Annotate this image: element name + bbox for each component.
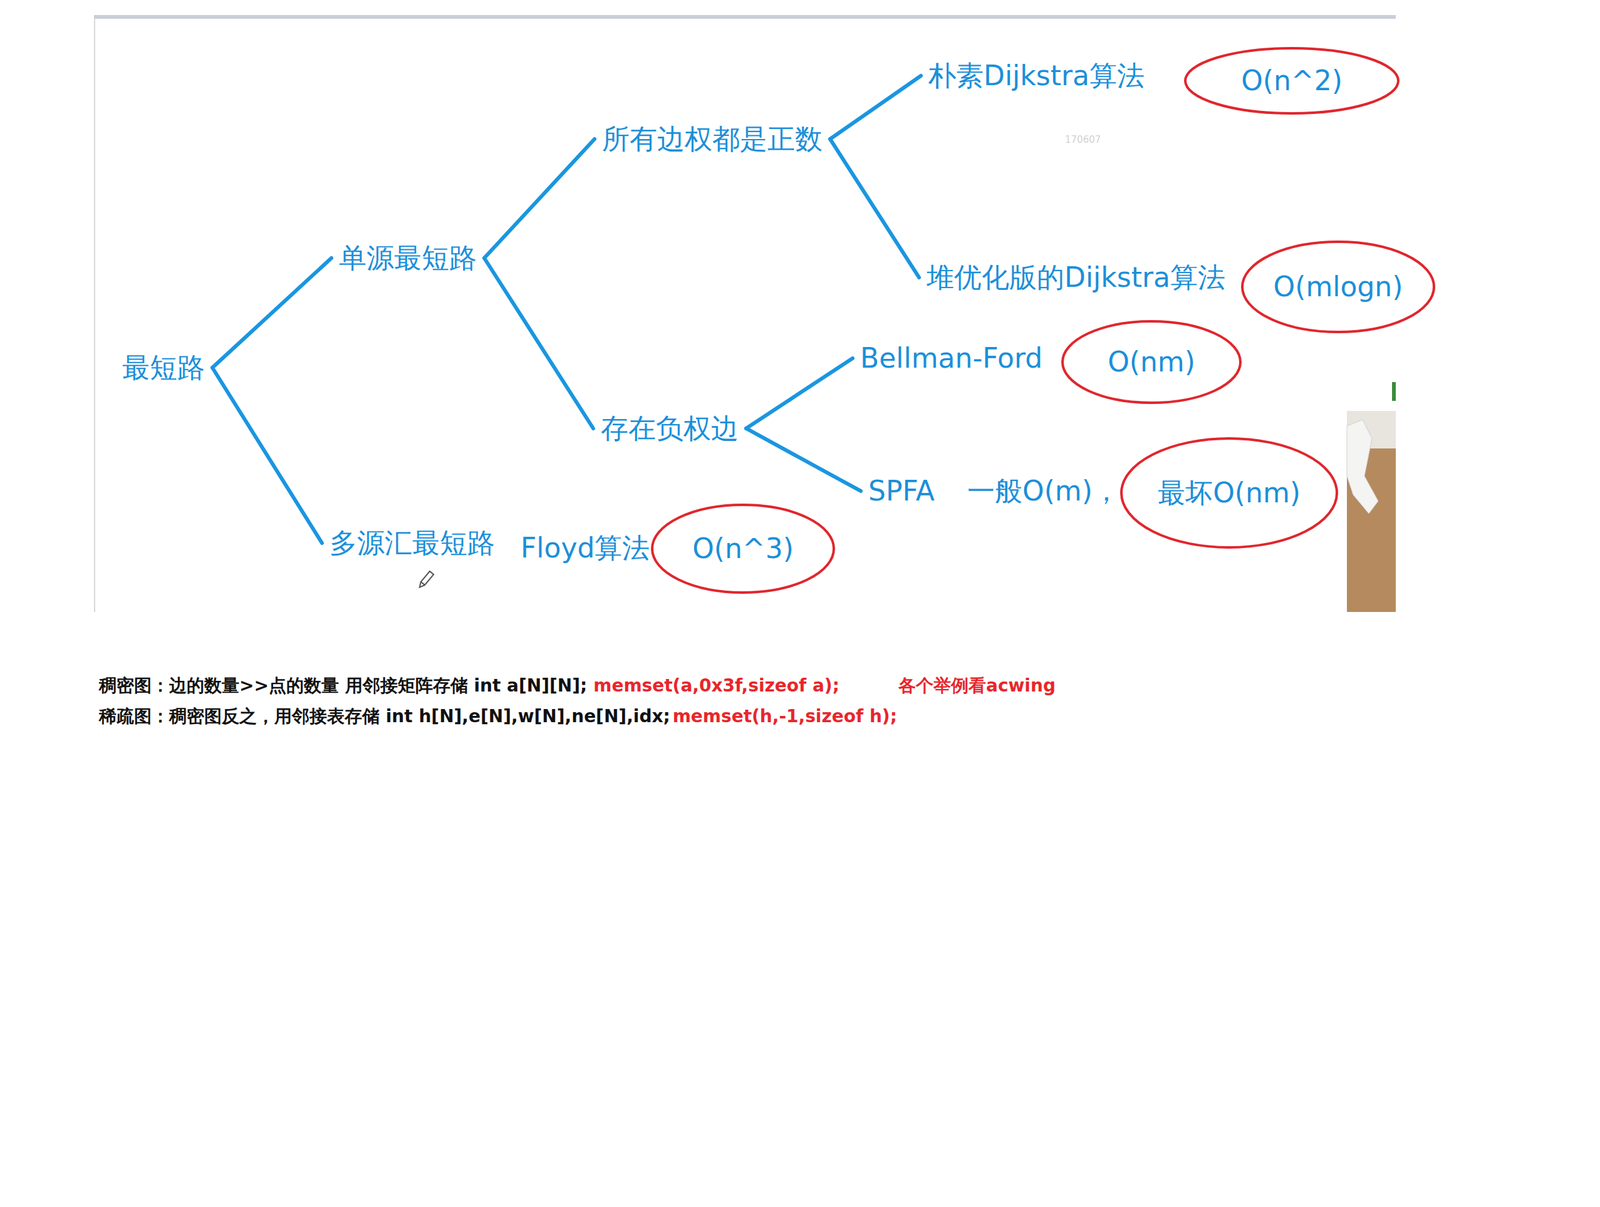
- complexity-text: O(nm): [1107, 345, 1196, 380]
- topic-node: 单源最短路: [331, 240, 485, 277]
- complexity-note: 一般O(m)，: [967, 474, 1121, 509]
- complexity-ellipse: 最坏O(nm): [1119, 436, 1339, 550]
- pencil-body: [420, 571, 434, 586]
- ellipse-shape: [1242, 241, 1434, 333]
- tree-branch: [830, 75, 921, 140]
- topic-node: SPFA: [860, 473, 943, 510]
- ellipse-shape: [652, 504, 834, 593]
- photo-paper: [1346, 419, 1379, 514]
- topic-node: 所有边权都是正数: [594, 121, 831, 158]
- topic-text: Floyd算法: [520, 531, 650, 566]
- topic-text: 堆优化版的Dijkstra算法: [926, 261, 1226, 295]
- complexity-text: O(mlogn): [1273, 270, 1404, 304]
- video-thumbnail: [1346, 382, 1396, 613]
- tree-branch: [484, 139, 595, 259]
- tree-branch: [830, 139, 920, 278]
- watermark: 170607: [1064, 134, 1101, 146]
- complexity-text: 最坏O(nm): [1157, 476, 1301, 510]
- topic-text: 单源最短路: [338, 241, 477, 276]
- topic-text: SPFA: [868, 474, 935, 509]
- code-note: memset(h,-1,sizeof h);: [672, 706, 898, 728]
- pencil-tip: [417, 581, 425, 589]
- topic-text: 存在负权边: [600, 412, 739, 446]
- topic-node: 朴素Dijkstra算法: [920, 58, 1153, 94]
- topic-text: 所有边权都是正数: [602, 122, 823, 156]
- code-note: memset(a,0x3f,sizeof a);: [593, 675, 840, 697]
- complexity-ellipse: O(mlogn): [1240, 239, 1436, 334]
- complexity-ellipse: O(n^3): [650, 503, 836, 595]
- tree-branch: [746, 358, 853, 429]
- complexity-text: O(n^3): [692, 532, 794, 566]
- topic-text: 最短路: [122, 351, 205, 385]
- topic-node: 多源汇最短路: [322, 525, 503, 562]
- topic-text: 多源汇最短路: [329, 526, 495, 561]
- complexity-ellipse: O(nm): [1060, 319, 1243, 405]
- ellipse-shape: [1062, 321, 1241, 403]
- topic-node: 堆优化版的Dijkstra算法: [919, 259, 1233, 296]
- pencil-icon: [417, 571, 434, 589]
- tree-branch: [212, 367, 323, 544]
- topic-text: Bellman-Ford: [860, 342, 1043, 376]
- note-text: 稠密图：边的数量>>点的数量 用邻接矩阵存储 int a[N][N];: [98, 675, 588, 697]
- complexity-ellipse: O(n^2): [1183, 46, 1401, 116]
- ellipse-shape: [1185, 48, 1399, 114]
- topic-node: 存在负权边: [593, 410, 747, 447]
- complexity-text: O(n^2): [1241, 64, 1343, 98]
- topic-text: 朴素Dijkstra算法: [928, 59, 1145, 93]
- topic-node: Bellman-Ford: [852, 340, 1050, 377]
- frame-left-border: [93, 18, 96, 613]
- tree-branch: [746, 428, 861, 492]
- photo-background: [1346, 410, 1396, 613]
- tree-branch: [212, 258, 332, 368]
- topic-node: 最短路: [114, 350, 213, 386]
- frame-top-border: [93, 15, 1396, 19]
- hint-note: 各个举例看acwing: [898, 675, 1056, 697]
- note-text: 稀疏图：稠密图反之，用邻接表存储 int h[N],e[N],w[N],ne[N…: [98, 706, 671, 728]
- ellipse-shape: [1121, 438, 1337, 548]
- topic-node: Floyd算法: [513, 530, 658, 567]
- tree-branch: [484, 258, 594, 429]
- photo-plant: [1392, 382, 1396, 401]
